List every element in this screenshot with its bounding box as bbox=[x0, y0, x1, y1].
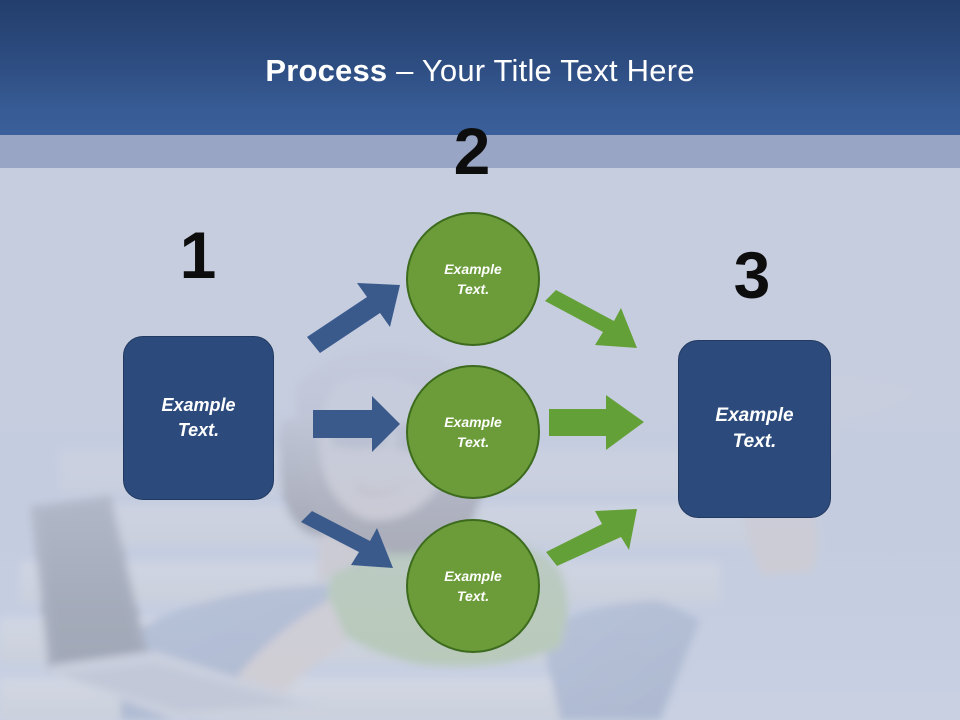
process-circle-3-line1: Example bbox=[444, 567, 502, 584]
input-box-line1: Example bbox=[161, 395, 236, 416]
process-circle-1-line2: Text. bbox=[456, 281, 490, 297]
process-circle-2[interactable]: Example Text. bbox=[406, 365, 540, 499]
header-bar bbox=[0, 0, 960, 135]
arrow-out-top[interactable] bbox=[543, 288, 641, 350]
arrow-in-top[interactable] bbox=[300, 280, 405, 358]
process-circle-3[interactable]: Example Text. bbox=[406, 519, 540, 653]
process-circle-1-text: Example Text. bbox=[444, 259, 502, 300]
process-circle-3-line2: Text. bbox=[456, 588, 490, 604]
input-box[interactable]: Example Text. bbox=[123, 336, 274, 500]
output-box[interactable]: Example Text. bbox=[678, 340, 831, 518]
step-number-3: 3 bbox=[733, 238, 771, 312]
process-circle-2-line1: Example bbox=[444, 413, 502, 430]
page-title-bold: Process bbox=[265, 53, 388, 88]
page-title-regular: – Your Title Text Here bbox=[387, 53, 695, 88]
process-circle-3-text: Example Text. bbox=[444, 566, 502, 607]
arrow-in-bottom[interactable] bbox=[300, 508, 397, 570]
step-number-2: 2 bbox=[453, 114, 491, 188]
header-accent-band bbox=[0, 135, 960, 168]
process-circle-1[interactable]: Example Text. bbox=[406, 212, 540, 346]
input-box-text: Example Text. bbox=[161, 393, 235, 443]
page-title: Process – Your Title Text Here bbox=[0, 52, 960, 90]
process-circle-2-line2: Text. bbox=[456, 434, 490, 450]
output-box-line2: Text. bbox=[732, 431, 777, 452]
process-circle-2-text: Example Text. bbox=[444, 412, 502, 453]
arrow-out-bottom[interactable] bbox=[543, 506, 640, 568]
arrow-in-middle[interactable] bbox=[310, 394, 402, 454]
output-box-text: Example Text. bbox=[715, 403, 793, 455]
input-box-line2: Text. bbox=[177, 420, 220, 440]
step-number-1: 1 bbox=[179, 218, 217, 292]
arrow-out-middle[interactable] bbox=[547, 393, 646, 453]
output-box-line1: Example bbox=[715, 404, 794, 426]
process-circle-1-line1: Example bbox=[444, 260, 502, 277]
